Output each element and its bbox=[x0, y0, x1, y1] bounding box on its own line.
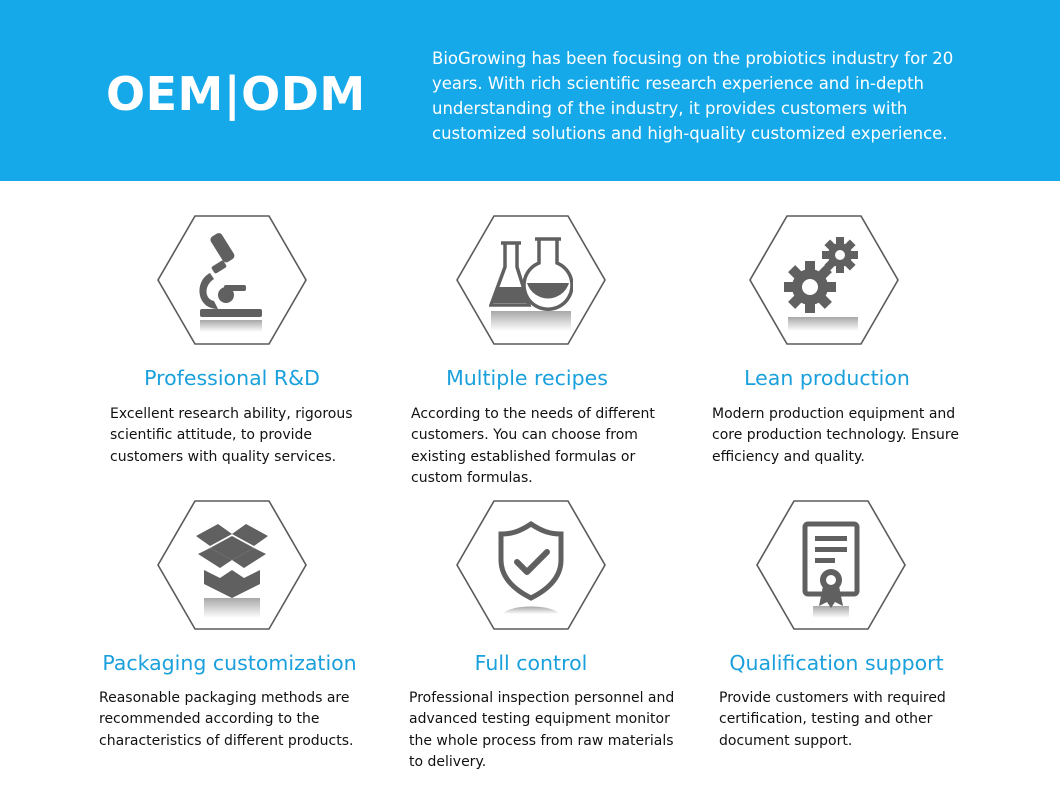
feature-title: Lean production bbox=[744, 366, 910, 390]
intro-text: BioGrowing has been focusing on the prob… bbox=[432, 49, 954, 143]
feature-description: Provide customers with required certific… bbox=[719, 690, 946, 749]
gears-icon bbox=[784, 237, 858, 331]
feature-description: Professional inspection personnel and ad… bbox=[409, 690, 675, 770]
feature-hexagon bbox=[756, 500, 906, 630]
feature-description: Reasonable packaging methods are recomme… bbox=[99, 690, 354, 749]
certificate-icon bbox=[802, 521, 860, 618]
feature-title: Packaging customization bbox=[102, 651, 357, 675]
feature-description: According to the needs of different cust… bbox=[411, 406, 655, 486]
shield-check-icon bbox=[498, 520, 564, 614]
feature-hexagon bbox=[456, 500, 606, 630]
feature-title: Qualification support bbox=[729, 651, 944, 675]
feature-description: Excellent research ability, rigorous sci… bbox=[110, 406, 353, 465]
feature-hexagon bbox=[456, 215, 606, 345]
feature-hexagon bbox=[157, 215, 307, 345]
microscope-icon bbox=[199, 233, 262, 332]
feature-hexagon bbox=[749, 215, 899, 345]
feature-title: Professional R&D bbox=[144, 366, 320, 390]
feature-title: Multiple recipes bbox=[446, 366, 608, 390]
feature-description: Modern production equipment and core pro… bbox=[712, 406, 959, 465]
page-title: OEM|ODM bbox=[106, 67, 366, 121]
feature-hexagon bbox=[157, 500, 307, 630]
flasks-icon bbox=[489, 237, 573, 331]
box-icon bbox=[196, 524, 268, 618]
header-banner: OEM|ODM BioGrowing has been focusing on … bbox=[0, 0, 1060, 181]
feature-title: Full control bbox=[474, 651, 588, 675]
